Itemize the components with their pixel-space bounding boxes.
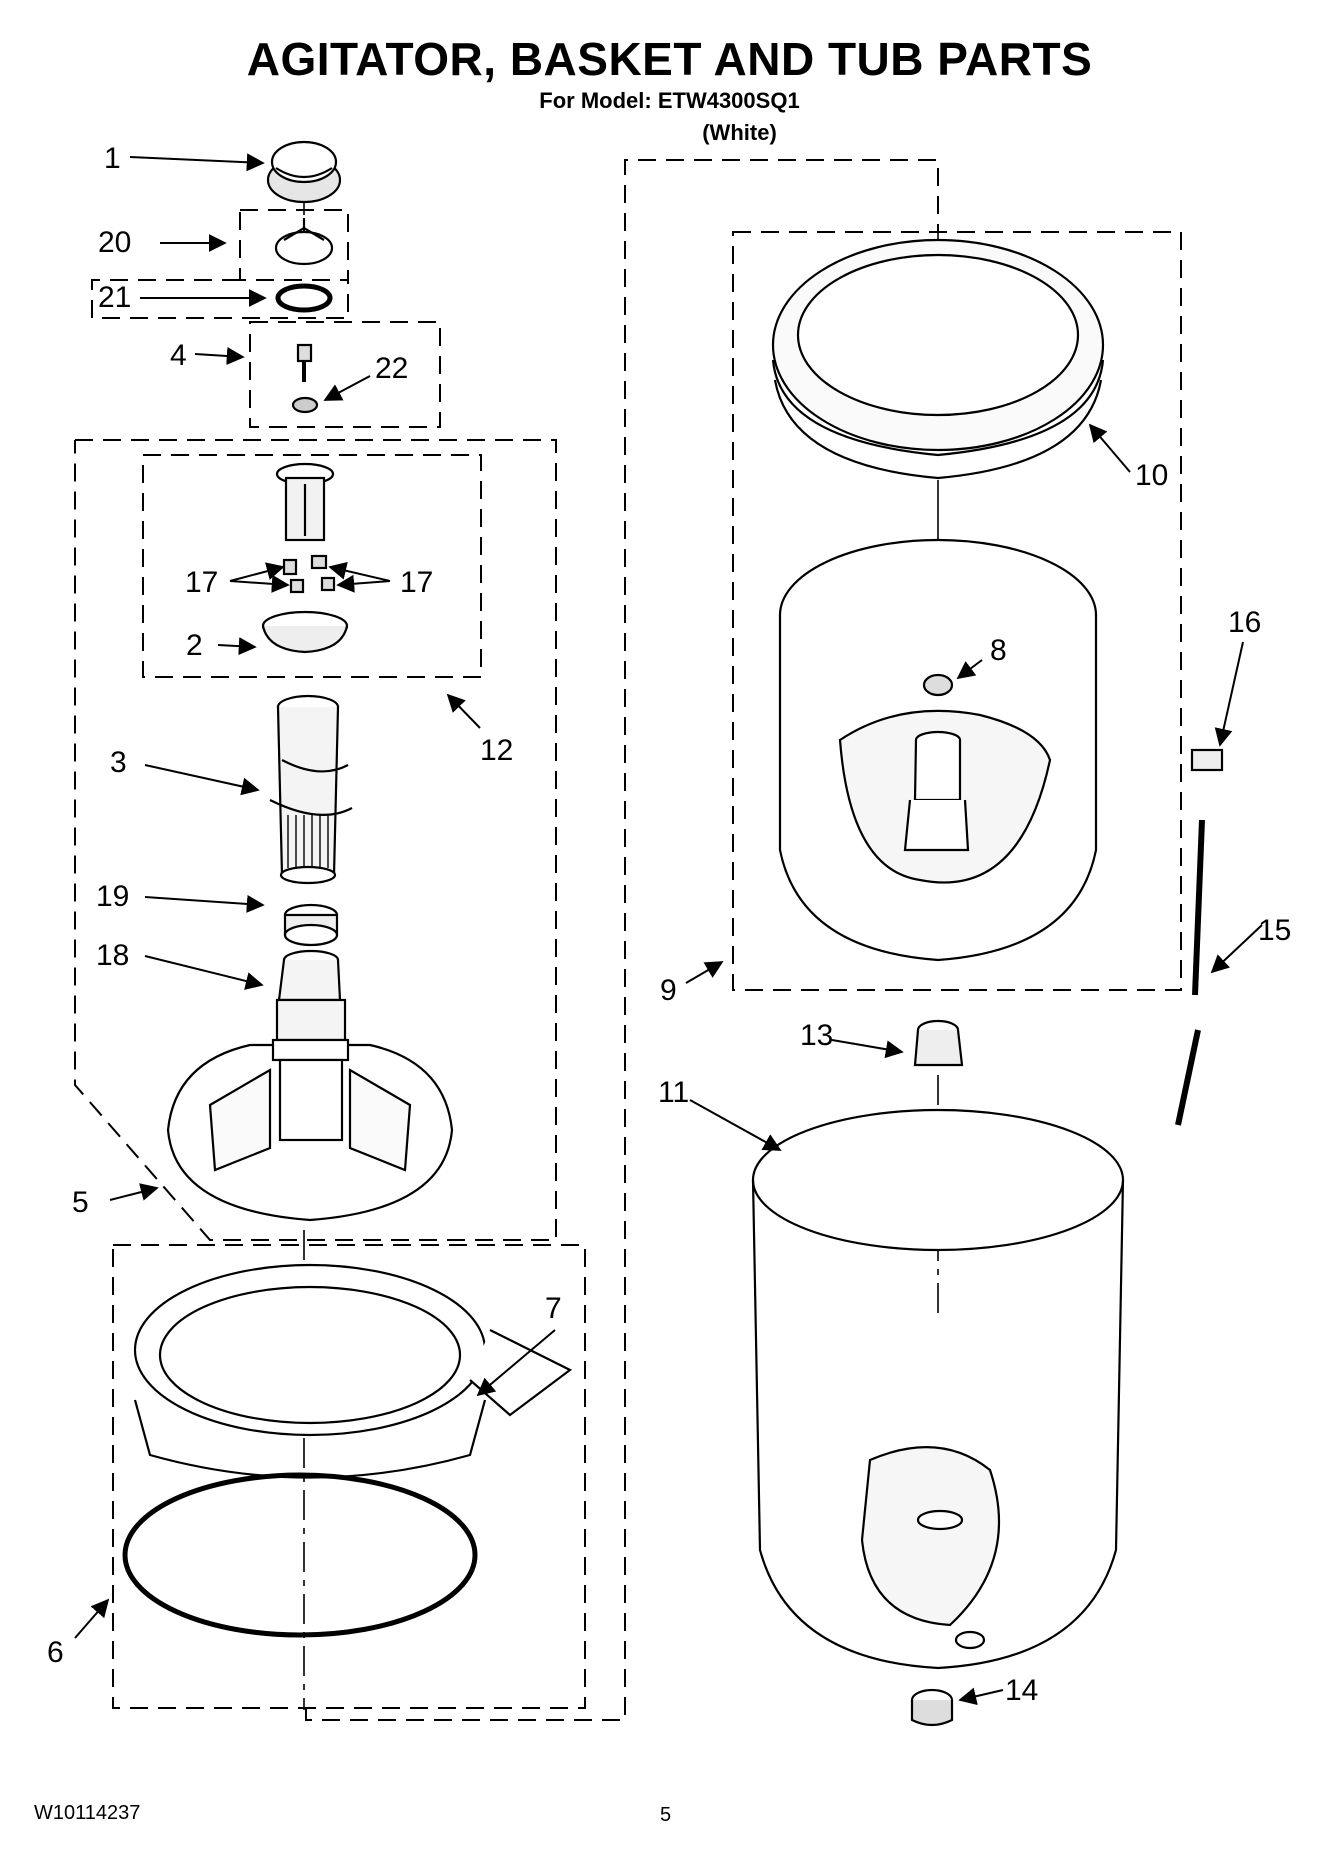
group-box-12 — [142, 454, 482, 678]
group-box-9 — [732, 231, 1182, 991]
callout-11: 11 — [658, 1076, 689, 1109]
callout-5: 5 — [72, 1186, 89, 1219]
part-4-bolt — [296, 343, 313, 382]
callout-15: 15 — [1258, 914, 1291, 947]
callout-12: 12 — [480, 734, 513, 767]
callout-19: 19 — [96, 880, 129, 913]
part-9-basket — [778, 538, 1098, 962]
callout-21: 21 — [98, 281, 131, 314]
callout-13: 13 — [800, 1019, 833, 1052]
callout-1: 1 — [104, 142, 121, 175]
callout-3: 3 — [110, 746, 127, 779]
group-boxes — [74, 159, 1182, 1721]
callout-17a: 17 — [185, 566, 218, 599]
part-14-plug — [910, 1688, 954, 1727]
page-number: 5 — [660, 1804, 672, 1826]
callout-6: 6 — [47, 1636, 64, 1669]
leader-arrows — [74, 153, 1263, 1706]
color-line: (White) — [702, 120, 777, 145]
part-10-balance-ring — [771, 238, 1105, 480]
part-16-clip — [1190, 748, 1224, 772]
callout-20: 20 — [98, 226, 131, 259]
part-21-seal-ring — [275, 283, 333, 313]
part-18-agitator-column — [271, 949, 350, 1142]
callout-4: 4 — [170, 339, 187, 372]
callout-2: 2 — [186, 629, 203, 662]
part-8-nut — [922, 673, 954, 697]
part-2-cam — [261, 610, 349, 654]
callout-18: 18 — [96, 939, 129, 972]
part-17-dogs — [282, 554, 336, 594]
group-box-10-link — [305, 159, 939, 1721]
callout-labels: 1 20 21 4 22 17 17 2 3 19 18 5 12 7 6 10… — [47, 142, 1291, 1707]
callout-9: 9 — [660, 974, 677, 1007]
document-number: W10114237 — [34, 1802, 141, 1824]
page-title: AGITATOR, BASKET AND TUB PARTS — [246, 33, 1093, 85]
callout-10: 10 — [1135, 459, 1168, 492]
group-box-6 — [112, 1244, 586, 1709]
callout-17b: 17 — [400, 566, 433, 599]
callout-14: 14 — [1005, 1674, 1038, 1707]
part-11-outer-tub — [751, 1108, 1125, 1670]
part-12-agitator-dogs-assembly — [275, 462, 335, 542]
part-3-agitator-auger — [269, 694, 353, 885]
part-19-drive-bell — [283, 903, 339, 947]
group-box-5 — [74, 439, 557, 1241]
callout-16: 16 — [1228, 606, 1261, 639]
model-line: For Model: ETW4300SQ1 — [539, 88, 800, 113]
callout-8: 8 — [990, 634, 1007, 667]
part-22-washer — [291, 396, 319, 414]
part-20-cap-insert — [274, 218, 334, 266]
part-7-tub-seal — [122, 1472, 478, 1638]
callout-22: 22 — [375, 352, 408, 385]
part-6-tub-ring — [133, 1263, 573, 1479]
part-15-hose — [1175, 819, 1205, 1126]
group-box-20 — [239, 209, 349, 281]
callout-7: 7 — [545, 1292, 562, 1325]
part-1-agitator-cap — [266, 140, 342, 204]
group-box-21 — [91, 279, 349, 319]
part-13-hub — [913, 1019, 964, 1067]
group-box-4 — [249, 321, 441, 428]
